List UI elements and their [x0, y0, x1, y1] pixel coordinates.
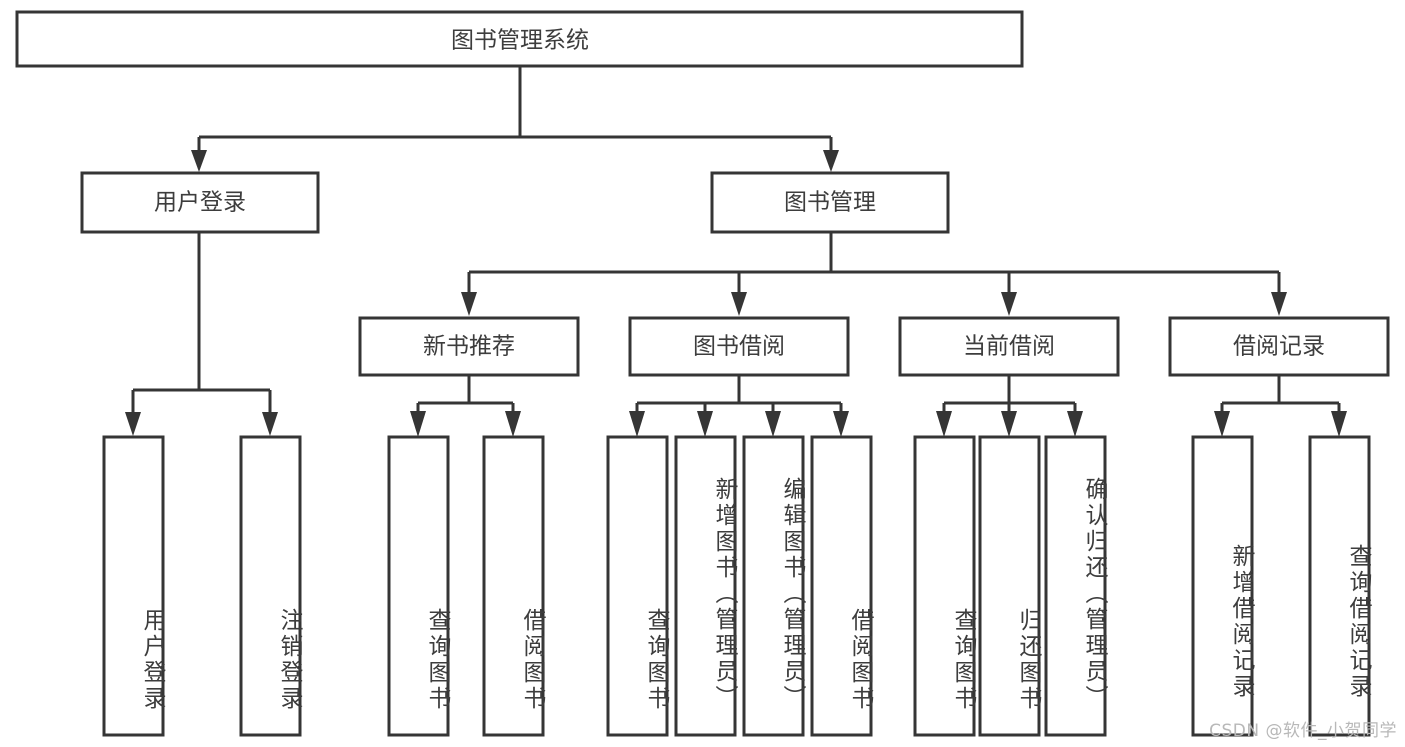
arrow-head-icon [1067, 411, 1083, 437]
node-leaf-logout[interactable] [239, 435, 302, 737]
arrow-head-icon [1001, 292, 1017, 316]
arrow-head-icon [1214, 411, 1230, 437]
node-label-borrow-record: 借阅记录 [1233, 334, 1325, 360]
arrow-head-icon [1271, 292, 1287, 316]
arrow-head-icon [1001, 411, 1017, 437]
node-user-login[interactable] [80, 171, 320, 234]
node-borrow-record[interactable] [1168, 316, 1390, 377]
arrow-head-icon [823, 150, 839, 172]
arrow-head-icon [191, 150, 207, 172]
arrow-head-icon [410, 411, 426, 437]
arrow-head-icon [1331, 411, 1347, 437]
node-leaf-borrow-book-1[interactable] [482, 435, 545, 737]
node-leaf-borrow-book-2[interactable] [810, 435, 873, 737]
node-leaf-query-book-1[interactable] [387, 435, 450, 737]
arrow-head-icon [765, 411, 781, 437]
arrow-head-icon [936, 411, 952, 437]
arrow-head-icon [629, 411, 645, 437]
node-leaf-query-book-2[interactable] [606, 435, 669, 737]
arrow-head-icon [461, 292, 477, 316]
node-current-borrow[interactable] [898, 316, 1120, 377]
watermark-text: CSDN @软件_小贺同学 [1209, 721, 1397, 741]
arrow-head-icon [731, 292, 747, 316]
node-leaf-return-book[interactable] [978, 435, 1041, 737]
connector-layer [125, 66, 1347, 437]
node-label-book-borrow: 图书借阅 [693, 334, 785, 360]
node-leaf-query-book-3[interactable] [913, 435, 976, 737]
node-layer: 图书管理系统 用户登录 图书管理 新书推荐 图书借阅 当前借阅 借阅记录 [15, 10, 1390, 737]
arrow-head-icon [697, 411, 713, 437]
node-label-new-book-recommend: 新书推荐 [423, 334, 515, 360]
node-label-current-borrow: 当前借阅 [963, 334, 1055, 360]
node-book-borrow[interactable] [628, 316, 850, 377]
node-leaf-edit-book-admin[interactable] [742, 435, 805, 737]
node-leaf-add-borrow-record[interactable] [1191, 435, 1254, 737]
node-label-root-system: 图书管理系统 [451, 28, 589, 54]
node-leaf-query-borrow-record[interactable] [1308, 435, 1371, 737]
node-label-user-login: 用户登录 [154, 190, 246, 216]
node-label-book-management: 图书管理 [784, 190, 876, 216]
arrow-head-icon [125, 412, 141, 436]
node-book-management[interactable] [710, 171, 950, 234]
arrow-head-icon [833, 411, 849, 437]
arrow-head-icon [262, 412, 278, 436]
node-leaf-user-login[interactable] [102, 435, 165, 737]
node-leaf-confirm-return-admin[interactable] [1044, 435, 1107, 737]
node-leaf-add-book-admin[interactable] [674, 435, 737, 737]
node-root-system[interactable] [15, 10, 1024, 68]
arrow-head-icon [505, 411, 521, 437]
node-new-book-recommend[interactable] [358, 316, 580, 377]
